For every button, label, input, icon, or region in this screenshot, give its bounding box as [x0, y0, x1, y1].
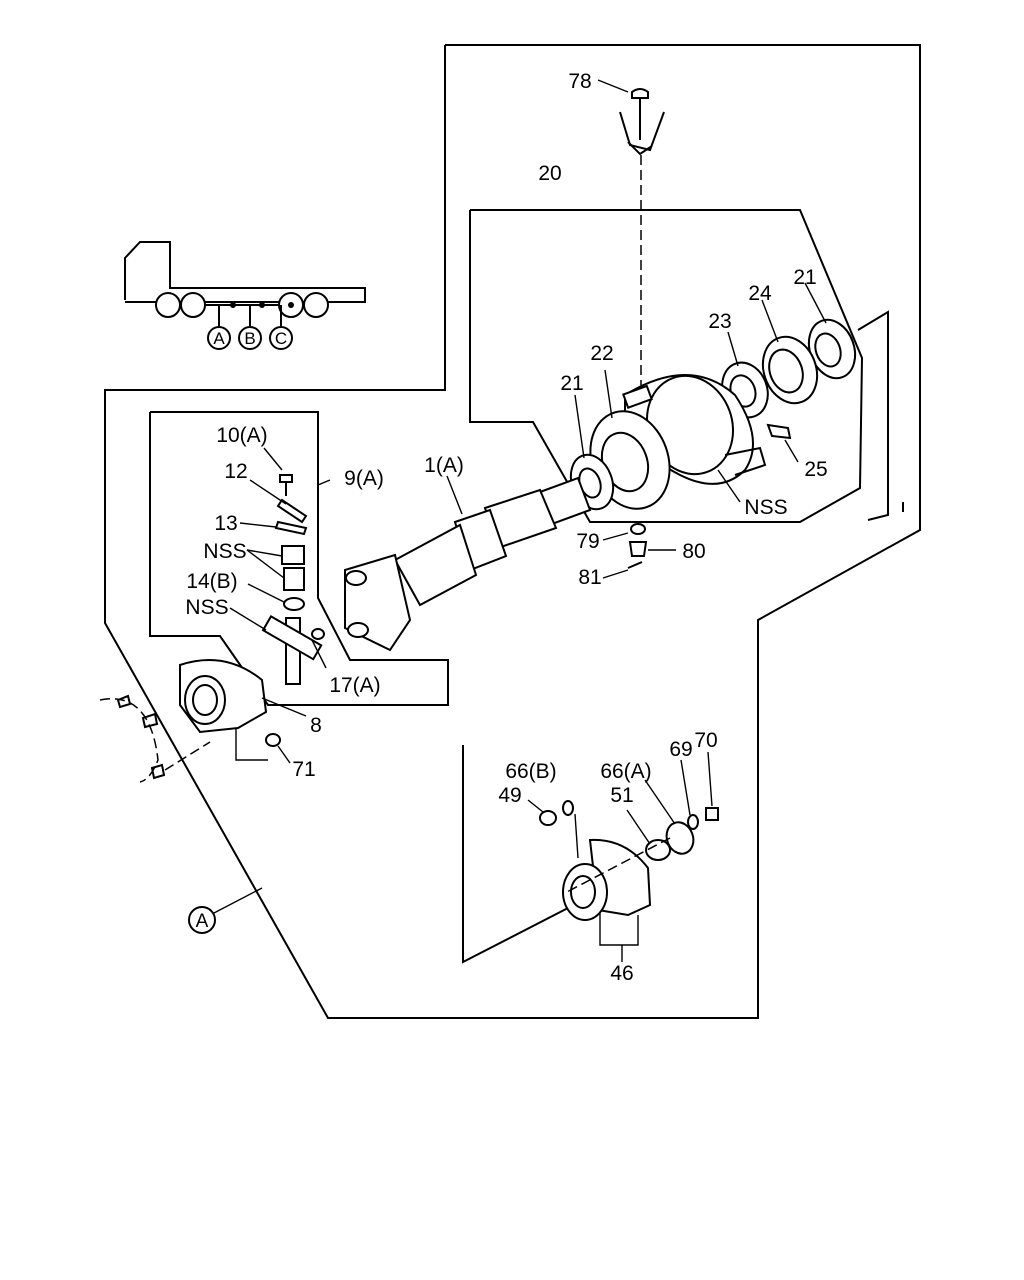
- locator-circle-a: [207, 326, 231, 350]
- part-10-bolt: [279, 474, 293, 496]
- group-20-sidebar: [857, 310, 889, 521]
- label-nss-cross: NSS: [185, 596, 228, 619]
- part-51-washer: [645, 839, 671, 861]
- part-14-seal: [283, 597, 305, 611]
- label-20: 20: [538, 162, 561, 185]
- truck-locator-icon: A B C: [124, 241, 366, 350]
- transmission-bolts: [116, 694, 166, 780]
- label-79: 79: [576, 530, 599, 553]
- label-81: 81: [578, 566, 601, 589]
- label-nss-cup: NSS: [203, 540, 246, 563]
- part-nss-bearing-cup: [281, 545, 305, 591]
- label-80: 80: [682, 540, 705, 563]
- part-spider-cross: [261, 614, 323, 685]
- part-78-bolt: [619, 88, 665, 156]
- group-20-bracket: [469, 209, 864, 523]
- label-14: 14(B): [186, 570, 237, 593]
- main-boundary: [104, 44, 921, 1019]
- label-70: 70: [694, 729, 717, 752]
- label-49: 49: [498, 784, 521, 807]
- group-46-bracket: [462, 745, 569, 964]
- label-25: 25: [804, 458, 827, 481]
- label-66b: 66(B): [505, 760, 556, 783]
- part-79-washer: [630, 523, 646, 535]
- part-8-flange-yoke: [179, 659, 268, 734]
- locator-circle-b: [238, 326, 262, 350]
- group-9-bracket: [149, 411, 449, 706]
- label-78: 78: [568, 70, 591, 93]
- label-9: 9(A): [344, 467, 384, 490]
- label-nss-housing: NSS: [744, 496, 787, 519]
- label-10: 10(A): [216, 424, 267, 447]
- part-24-ring: [761, 335, 819, 405]
- part-17-grease-nipple: [311, 628, 325, 640]
- part-81-pin: [627, 561, 643, 569]
- label-12: 12: [224, 460, 247, 483]
- locator-circle-c: [269, 326, 293, 350]
- part-66b-washer: [562, 800, 574, 816]
- part-71-nut: [265, 733, 281, 747]
- part-12-lock-plate: [276, 498, 308, 524]
- part-70-bolt: [705, 807, 719, 821]
- label-51: 51: [610, 784, 633, 807]
- label-24: 24: [748, 282, 772, 305]
- label-17: 17(A): [329, 674, 380, 697]
- part-46-flange: [562, 838, 652, 921]
- label-1: 1(A): [424, 454, 464, 477]
- part-1-propeller-shaft: [344, 476, 592, 652]
- label-69: 69: [669, 738, 692, 761]
- part-80-nut: [628, 541, 648, 557]
- label-23: 23: [708, 310, 731, 333]
- label-66a: 66(A): [600, 760, 651, 783]
- section-ref-circle: [188, 906, 216, 934]
- label-21-right: 21: [793, 266, 816, 289]
- locator-label-c: C: [275, 329, 287, 348]
- part-69-washer: [687, 814, 699, 830]
- part-25-grease-nipple: [766, 423, 792, 440]
- part-13-lock-plate: [274, 520, 308, 536]
- label-21-left: 21: [560, 372, 583, 395]
- part-49-nut: [539, 810, 557, 826]
- locator-label-b: B: [244, 329, 255, 348]
- part-21-seal-right: [807, 318, 857, 380]
- section-ref-label: A: [196, 911, 209, 932]
- label-46: 46: [610, 962, 633, 985]
- label-71: 71: [292, 758, 315, 781]
- label-8: 8: [310, 714, 322, 737]
- label-22: 22: [590, 342, 613, 365]
- label-13: 13: [214, 512, 237, 535]
- locator-label-a: A: [213, 329, 225, 348]
